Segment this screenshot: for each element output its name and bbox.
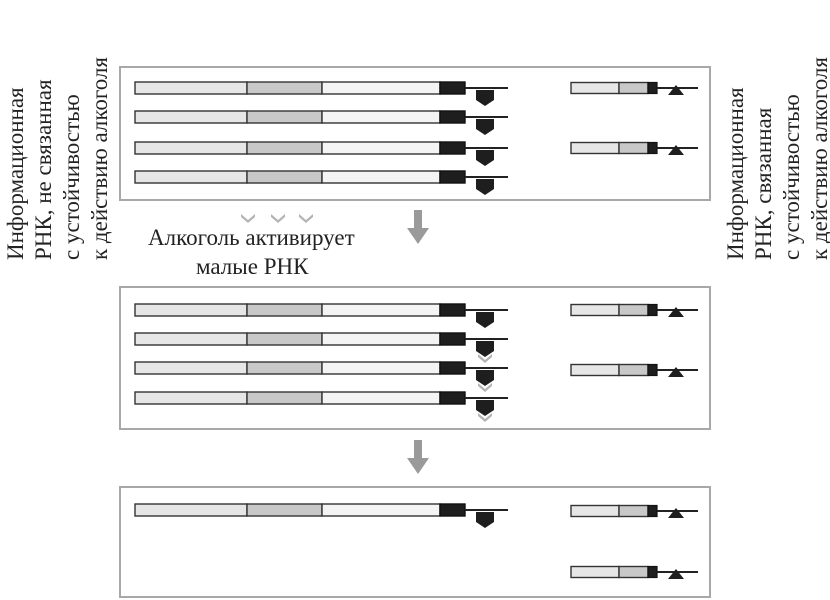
down-arrow-icon (407, 210, 429, 244)
small-rna-icon (299, 214, 313, 223)
mrna-segment-light (134, 303, 248, 317)
mrna-segment-dark (439, 81, 466, 95)
small-rna-bound-marker (478, 383, 492, 392)
long-mrna-strand (134, 361, 508, 386)
short-mrna-segment-light (570, 504, 620, 518)
short-mrna-strand (570, 565, 698, 579)
mrna-segment-dark (439, 503, 466, 517)
mrna-segment-light-end (321, 361, 441, 375)
long-mrna-strand (134, 141, 508, 166)
short-mrna-strand (570, 504, 698, 518)
mrna-segment-light (134, 332, 248, 346)
short-mrna-segment-dark (647, 363, 658, 377)
mrna-binding-site (476, 400, 494, 416)
short-mrna-strand (570, 363, 698, 377)
long-mrna-strand (134, 170, 508, 195)
short-mrna-segment-mid (618, 141, 649, 155)
long-mrna-strand (134, 391, 508, 416)
mrna-segment-dark (439, 170, 466, 184)
mrna-segment-light (134, 391, 248, 405)
short-mrna-segment-dark (647, 504, 658, 518)
short-mrna-segment-light (570, 141, 620, 155)
long-mrna-strand (134, 303, 508, 328)
mrna-segment-dark (439, 361, 466, 375)
short-mrna-segment-mid (618, 303, 649, 317)
short-mrna-segment-mid (618, 504, 649, 518)
mrna-segment-mid (246, 110, 323, 124)
mrna-segment-light (134, 141, 248, 155)
mrna-segment-mid (246, 361, 323, 375)
small-rna-icon (241, 214, 255, 223)
mrna-segment-mid (246, 391, 323, 405)
short-mrna-triangle (668, 569, 684, 579)
long-mrna-strand (134, 503, 508, 528)
mrna-segment-mid (246, 303, 323, 317)
mrna-binding-site (476, 119, 494, 135)
short-mrna-segment-dark (647, 303, 658, 317)
mrna-binding-site (476, 150, 494, 166)
short-mrna-strand (570, 141, 698, 155)
small-rna-bound-marker (478, 413, 492, 422)
caption-line-2: малые РНК (196, 254, 309, 279)
long-mrna-strand (134, 110, 508, 135)
mrna-segment-dark (439, 110, 466, 124)
mrna-segment-mid (246, 503, 323, 517)
short-mrna-segment-light (570, 565, 620, 579)
short-mrna-segment-mid (618, 363, 649, 377)
mrna-segment-mid (246, 81, 323, 95)
mrna-segment-light-end (321, 391, 441, 405)
mrna-segment-light-end (321, 141, 441, 155)
mrna-segment-light-end (321, 503, 441, 517)
long-mrna-strand (134, 81, 508, 106)
short-mrna-strand (570, 303, 698, 317)
mrna-segment-dark (439, 303, 466, 317)
mrna-segment-mid (246, 170, 323, 184)
short-mrna-strand (570, 81, 698, 95)
mrna-segment-dark (439, 391, 466, 405)
short-mrna-triangle (668, 508, 684, 518)
short-mrna-segment-dark (647, 565, 658, 579)
short-mrna-segment-light (570, 303, 620, 317)
short-mrna-segment-dark (647, 141, 658, 155)
short-mrna-triangle (668, 307, 684, 317)
mrna-binding-site (476, 512, 494, 528)
mrna-segment-light-end (321, 110, 441, 124)
mrna-segment-light (134, 361, 248, 375)
short-mrna-triangle (668, 367, 684, 377)
mrna-segment-light-end (321, 303, 441, 317)
small-rna-icon (271, 214, 285, 223)
mrna-segment-light (134, 110, 248, 124)
mrna-binding-site (476, 179, 494, 195)
small-rna-bound-marker (478, 354, 492, 363)
short-mrna-triangle (668, 145, 684, 155)
mrna-segment-mid (246, 141, 323, 155)
mrna-segment-light-end (321, 81, 441, 95)
down-arrow-icon (407, 440, 429, 474)
short-mrna-segment-light (570, 363, 620, 377)
mrna-segment-mid (246, 332, 323, 346)
mrna-segment-light-end (321, 170, 441, 184)
short-mrna-segment-mid (618, 565, 649, 579)
mrna-binding-site (476, 312, 494, 328)
short-mrna-triangle (668, 85, 684, 95)
short-mrna-segment-mid (618, 81, 649, 95)
mrna-segment-light (134, 503, 248, 517)
mrna-binding-site (476, 341, 494, 357)
long-mrna-strand (134, 332, 508, 357)
mrna-segment-dark (439, 332, 466, 346)
mrna-segment-light-end (321, 332, 441, 346)
short-mrna-segment-light (570, 81, 620, 95)
mrna-segment-light (134, 81, 248, 95)
short-mrna-segment-dark (647, 81, 658, 95)
mrna-binding-site (476, 90, 494, 106)
mrna-segment-light (134, 170, 248, 184)
mrna-segment-dark (439, 141, 466, 155)
caption-line-1: Алкоголь активирует (148, 225, 355, 250)
mrna-binding-site (476, 370, 494, 386)
